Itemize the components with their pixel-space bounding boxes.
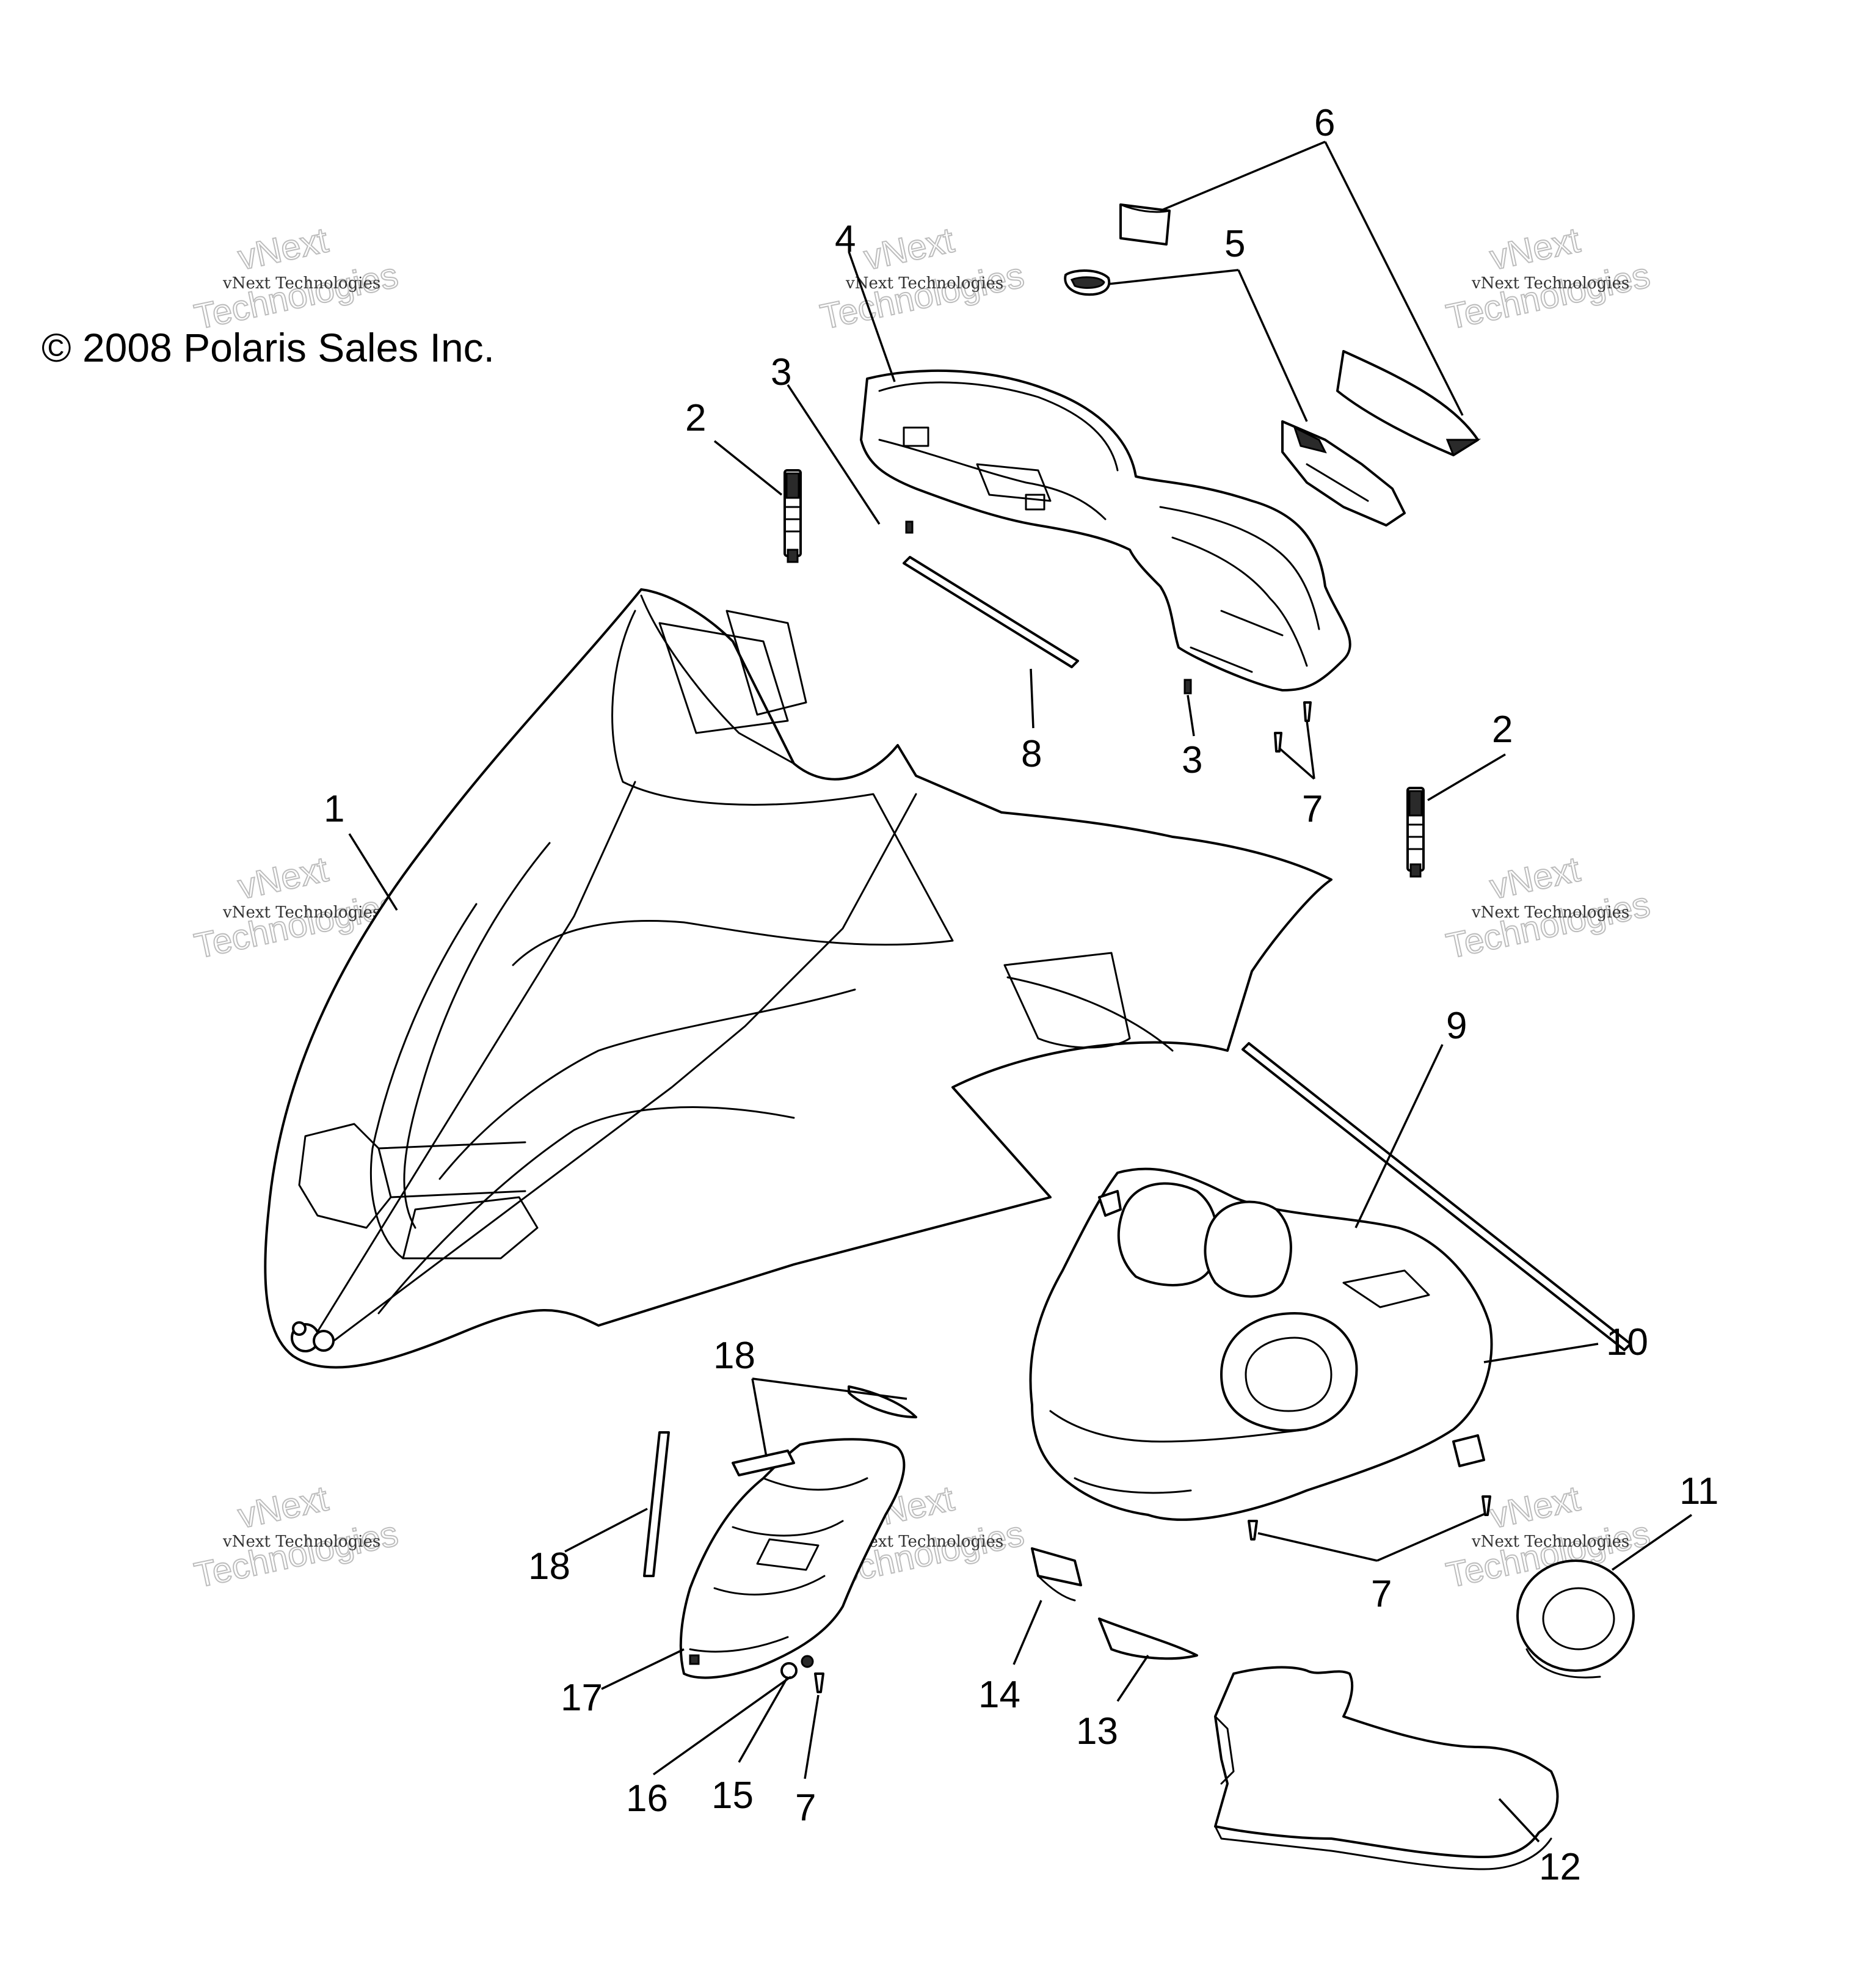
strap-left-part [783, 469, 802, 563]
callout-18: 18 [528, 1545, 570, 1588]
fastener-part [905, 520, 1192, 695]
watermark-big-text: Technologies [191, 1514, 402, 1596]
callout-14: 14 [978, 1674, 1020, 1716]
callout-1: 1 [324, 788, 344, 830]
watermark-6: vNext Technologies [1442, 848, 1654, 966]
shield-part [1214, 1666, 1559, 1870]
watermark-small-text: vNext Technologies [222, 274, 380, 293]
watermark-big-text: vNext [1486, 849, 1583, 906]
decal-13-part [1098, 1617, 1198, 1660]
leader-lines [348, 140, 1692, 1843]
watermark-big-text: vNext [234, 849, 332, 906]
callout-10: 10 [1606, 1321, 1648, 1363]
bracket-part [679, 1438, 906, 1679]
callout-7: 7 [1371, 1573, 1392, 1615]
console-part [860, 369, 1351, 691]
callout-2: 2 [685, 397, 706, 439]
watermark-big-text: Technologies [817, 255, 1028, 337]
watermark-big-text: vNext [234, 220, 332, 277]
callout-17: 17 [561, 1677, 603, 1719]
watermark-big-text: vNext [234, 1478, 332, 1536]
watermark-7: vNext Technologies [191, 1478, 402, 1596]
callout-8: 8 [1021, 733, 1042, 775]
callout-6: 6 [1314, 102, 1335, 144]
cover-part [1064, 269, 1406, 527]
watermark-small-text: vNext Technologies [1471, 274, 1629, 293]
watermark-big-text: vNext [1486, 220, 1583, 277]
callout-7: 7 [1302, 788, 1323, 830]
callout-7: 7 [795, 1787, 816, 1829]
long-strip-part [1242, 1042, 1632, 1351]
callout-5: 5 [1224, 223, 1245, 265]
watermark-small-text: vNext Technologies [1471, 903, 1629, 922]
callout-12: 12 [1539, 1846, 1581, 1888]
watermark-3: vNext Technologies [1442, 219, 1654, 337]
decal-14-part [1031, 1547, 1082, 1602]
watermark-big-text: vNext [1486, 1478, 1583, 1536]
callout-4: 4 [835, 218, 856, 260]
callout-11: 11 [1679, 1470, 1718, 1512]
watermark-small-text: vNext Technologies [222, 903, 380, 922]
watermark-big-text: Technologies [1443, 255, 1654, 337]
hood-part [264, 588, 1332, 1369]
callout-9: 9 [1446, 1005, 1467, 1047]
watermark-small-text: vNext Technologies [845, 274, 1003, 293]
callouts: 1 2 2 3 3 4 5 6 7 7 7 8 9 10 11 12 13 14… [324, 102, 1718, 1888]
ring-part [1516, 1559, 1635, 1679]
callout-3: 3 [1182, 739, 1202, 781]
callout-16: 16 [626, 1778, 668, 1820]
watermark-small-text: vNext Technologies [222, 1533, 380, 1551]
callout-15: 15 [711, 1774, 754, 1817]
tank-part [1029, 1167, 1493, 1521]
callout-18: 18 [713, 1335, 755, 1377]
pad-part [1119, 203, 1482, 457]
watermark-small-text: vNext Technologies [1471, 1533, 1629, 1551]
callout-13: 13 [1076, 1710, 1118, 1752]
watermark-big-text: vNext [860, 220, 958, 277]
strip-part [903, 556, 1079, 668]
watermark-big-text: Technologies [1443, 884, 1654, 966]
washer-part [780, 1655, 814, 1679]
watermark-1: vNext Technologies [191, 219, 402, 337]
callout-2: 2 [1492, 709, 1513, 751]
copyright-text: © 2008 Polaris Sales Inc. [42, 325, 495, 370]
callout-3: 3 [771, 351, 791, 393]
strap-right-part [1406, 787, 1425, 878]
